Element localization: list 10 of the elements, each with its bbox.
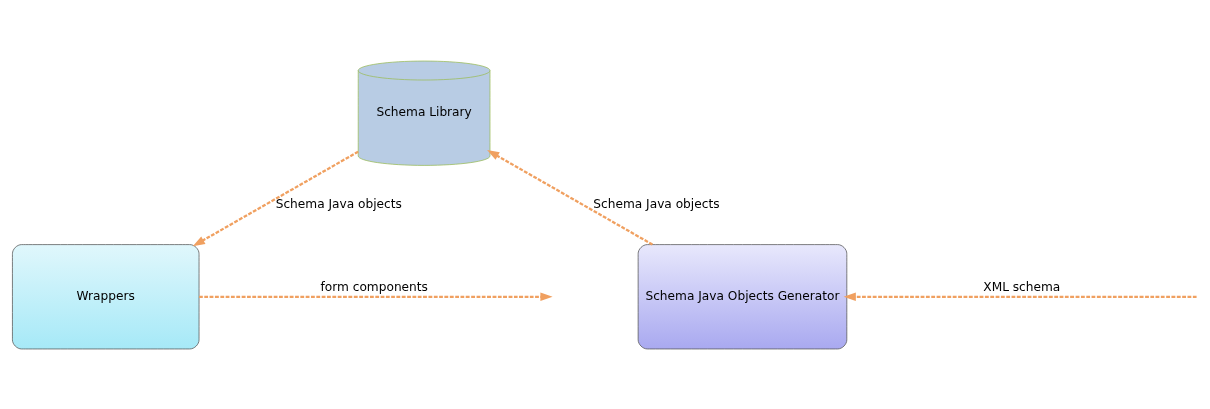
edge-label: Schema Java objects	[275, 196, 402, 211]
edge-label: Schema Java objects	[593, 196, 720, 211]
edge-label: form components	[320, 279, 428, 294]
arrow	[487, 149, 653, 246]
node-box: Schema Java Objects Generator	[637, 243, 848, 349]
arrow	[843, 292, 1197, 301]
arrow	[192, 150, 359, 246]
node-box: Wrappers	[12, 243, 200, 349]
edge-label: XML schema	[983, 279, 1061, 294]
arrow	[199, 292, 553, 301]
